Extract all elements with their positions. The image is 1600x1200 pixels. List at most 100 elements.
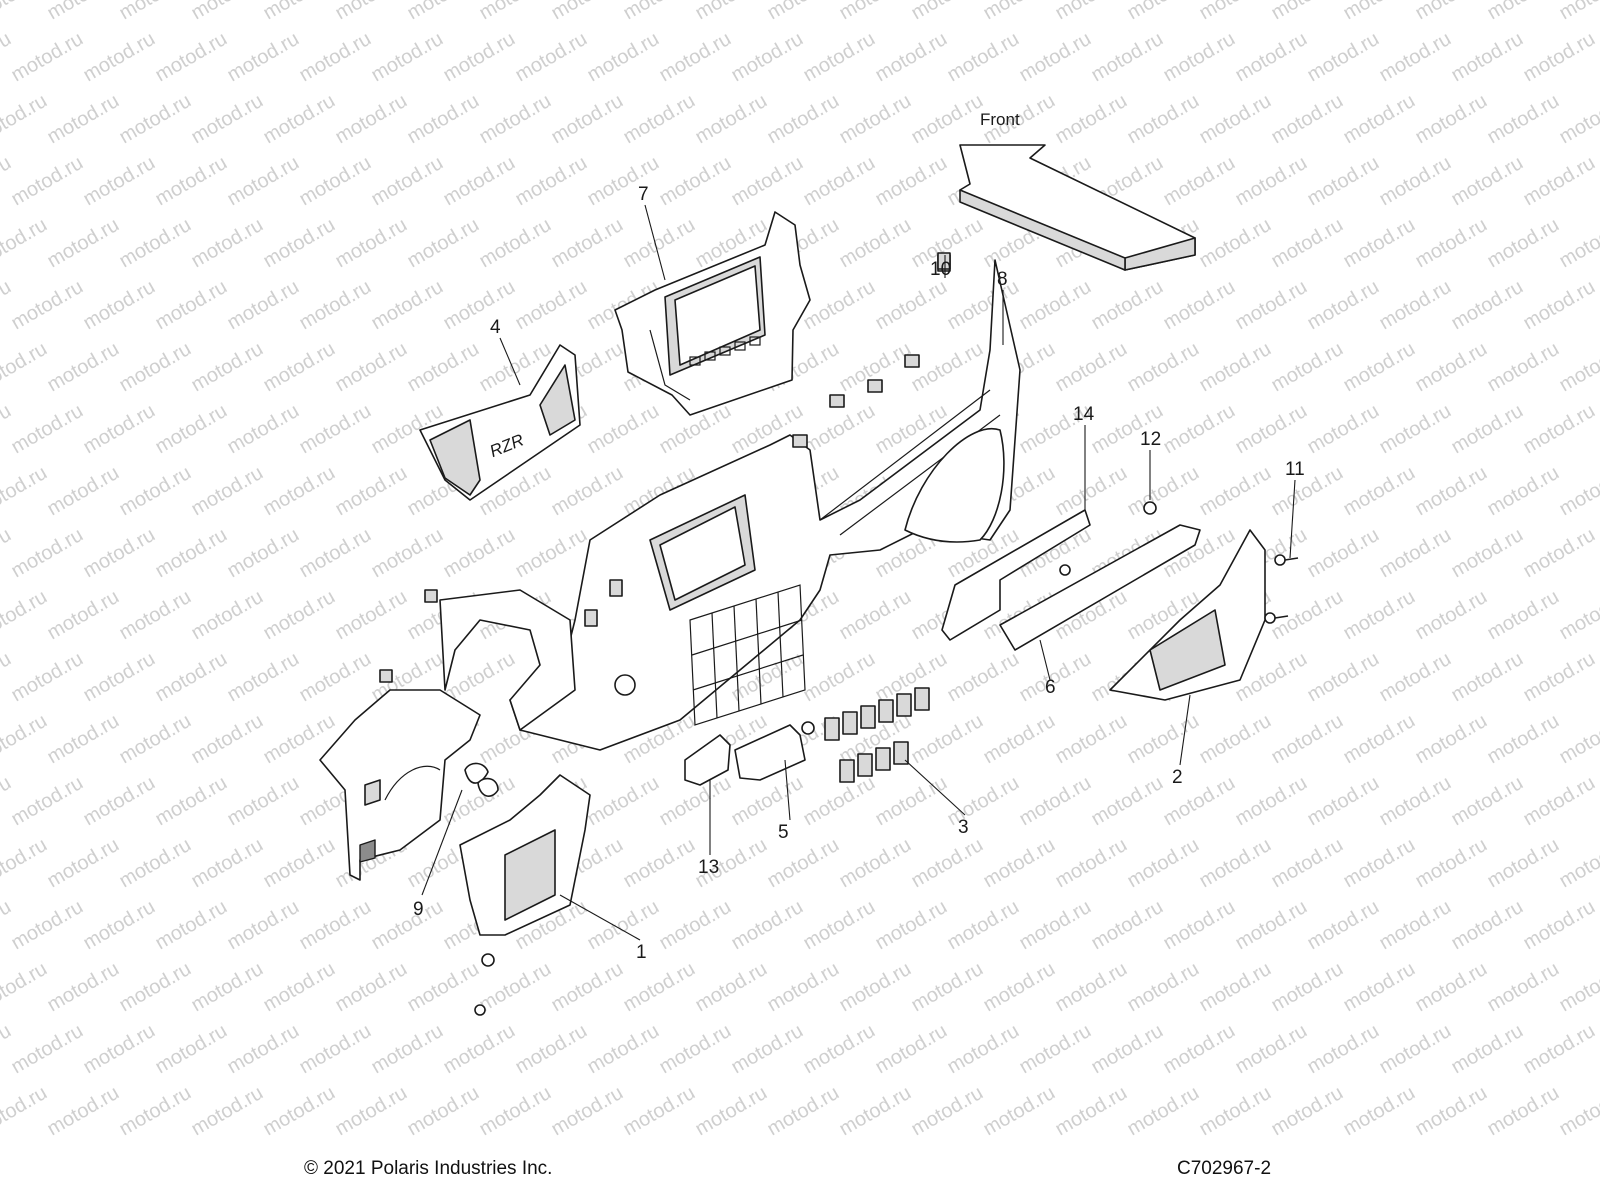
watermark-text: motod.ru [1196, 214, 1275, 273]
watermark-text: motod.ru [1304, 896, 1383, 955]
watermark-text: motod.ru [800, 276, 879, 335]
watermark-text: motod.ru [512, 1020, 591, 1079]
watermark-text: motod.ru [332, 0, 411, 24]
watermark-text: motod.ru [1376, 28, 1455, 87]
watermark-text: motod.ru [1340, 1082, 1419, 1141]
watermark-text: motod.ru [944, 648, 1023, 707]
watermark-text: motod.ru [1340, 0, 1419, 24]
watermark-text: motod.ru [152, 276, 231, 335]
watermark-text: motod.ru [1412, 90, 1491, 149]
watermark-text: motod.ru [1304, 28, 1383, 87]
watermark-text: motod.ru [0, 958, 51, 1017]
watermark-text: motod.ru [656, 1020, 735, 1079]
watermark-text: motod.ru [368, 28, 447, 87]
watermark-text: motod.ru [764, 1082, 843, 1141]
watermark-text: motod.ru [0, 462, 51, 521]
watermark-text: motod.ru [1268, 90, 1347, 149]
watermark-text: motod.ru [1304, 1020, 1383, 1079]
watermark-text: motod.ru [8, 524, 87, 583]
watermark-text: motod.ru [224, 896, 303, 955]
watermark-text: motod.ru [0, 1082, 51, 1141]
watermark-text: motod.ru [1448, 1020, 1527, 1079]
watermark-text: motod.ru [1412, 586, 1491, 645]
watermark-text: motod.ru [332, 214, 411, 273]
watermark-text: motod.ru [224, 152, 303, 211]
watermark-text: motod.ru [1412, 834, 1491, 893]
watermark-text: motod.ru [1340, 834, 1419, 893]
watermark-text: motod.ru [296, 28, 375, 87]
watermark-text: motod.ru [1520, 772, 1599, 831]
watermark-text: motod.ru [8, 276, 87, 335]
watermark-text: motod.ru [332, 958, 411, 1017]
watermark-text: motod.ru [836, 834, 915, 893]
watermark-text: motod.ru [944, 1020, 1023, 1079]
watermark-text: motod.ru [116, 834, 195, 893]
part-14-rail [941, 509, 1091, 641]
watermark-text: motod.ru [1232, 28, 1311, 87]
watermark-text: motod.ru [1556, 462, 1600, 521]
watermark-text: motod.ru [1124, 710, 1203, 769]
watermark-text: motod.ru [872, 276, 951, 335]
watermark-text: motod.ru [836, 0, 915, 24]
watermark-text: motod.ru [1232, 772, 1311, 831]
watermark-text: motod.ru [1376, 1020, 1455, 1079]
callout-1: 1 [636, 942, 647, 963]
watermark-text: motod.ru [368, 524, 447, 583]
watermark-text: motod.ru [188, 958, 267, 1017]
watermark-text: motod.ru [188, 462, 267, 521]
watermark-text: motod.ru [944, 896, 1023, 955]
watermark-text: motod.ru [872, 28, 951, 87]
watermark-text: motod.ru [116, 338, 195, 397]
watermark-text: motod.ru [152, 1020, 231, 1079]
watermark-text: motod.ru [332, 462, 411, 521]
watermark-text: motod.ru [1268, 710, 1347, 769]
watermark-text: motod.ru [224, 400, 303, 459]
watermark-text: motod.ru [1376, 524, 1455, 583]
watermark-text: motod.ru [1484, 338, 1563, 397]
watermark-text: motod.ru [44, 958, 123, 1017]
watermark-text: motod.ru [1484, 462, 1563, 521]
watermark-text: motod.ru [1340, 90, 1419, 149]
watermark-text: motod.ru [1052, 710, 1131, 769]
watermark-text: motod.ru [1412, 710, 1491, 769]
watermark-text: motod.ru [1268, 1082, 1347, 1141]
watermark-text: motod.ru [1556, 1082, 1600, 1141]
watermark-text: motod.ru [404, 958, 483, 1017]
watermark-text: motod.ru [296, 276, 375, 335]
watermark-text: motod.ru [476, 90, 555, 149]
watermark-text: motod.ru [296, 1020, 375, 1079]
watermark-text: motod.ru [368, 276, 447, 335]
watermark-text: motod.ru [1088, 276, 1167, 335]
watermark-text: motod.ru [1232, 152, 1311, 211]
watermark-text: motod.ru [548, 214, 627, 273]
watermark-text: motod.ru [404, 1082, 483, 1141]
watermark-text: motod.ru [692, 1082, 771, 1141]
watermark-text: motod.ru [836, 958, 915, 1017]
watermark-text: motod.ru [44, 214, 123, 273]
watermark-text: motod.ru [584, 28, 663, 87]
watermark-text: motod.ru [80, 648, 159, 707]
watermark-text: motod.ru [800, 648, 879, 707]
watermark-text: motod.ru [620, 834, 699, 893]
watermark-text: motod.ru [1124, 1082, 1203, 1141]
watermark-text: motod.ru [188, 586, 267, 645]
watermark-text: motod.ru [908, 0, 987, 24]
watermark-text: motod.ru [1376, 772, 1455, 831]
watermark-text: motod.ru [260, 834, 339, 893]
watermark-text: motod.ru [1196, 710, 1275, 769]
watermark-text: motod.ru [764, 958, 843, 1017]
callout-11: 11 [1285, 459, 1305, 480]
watermark-text: motod.ru [692, 90, 771, 149]
watermark-text: motod.ru [1232, 896, 1311, 955]
watermark-text: motod.ru [1412, 958, 1491, 1017]
part-3-switch-blanks [824, 687, 930, 783]
watermark-text: motod.ru [1052, 90, 1131, 149]
watermark-text: motod.ru [1232, 1020, 1311, 1079]
watermark-text: motod.ru [1124, 834, 1203, 893]
watermark-text: motod.ru [1556, 586, 1600, 645]
watermark-text: motod.ru [584, 400, 663, 459]
callout-8: 8 [997, 269, 1008, 290]
watermark-text: motod.ru [80, 28, 159, 87]
watermark-text: motod.ru [260, 214, 339, 273]
